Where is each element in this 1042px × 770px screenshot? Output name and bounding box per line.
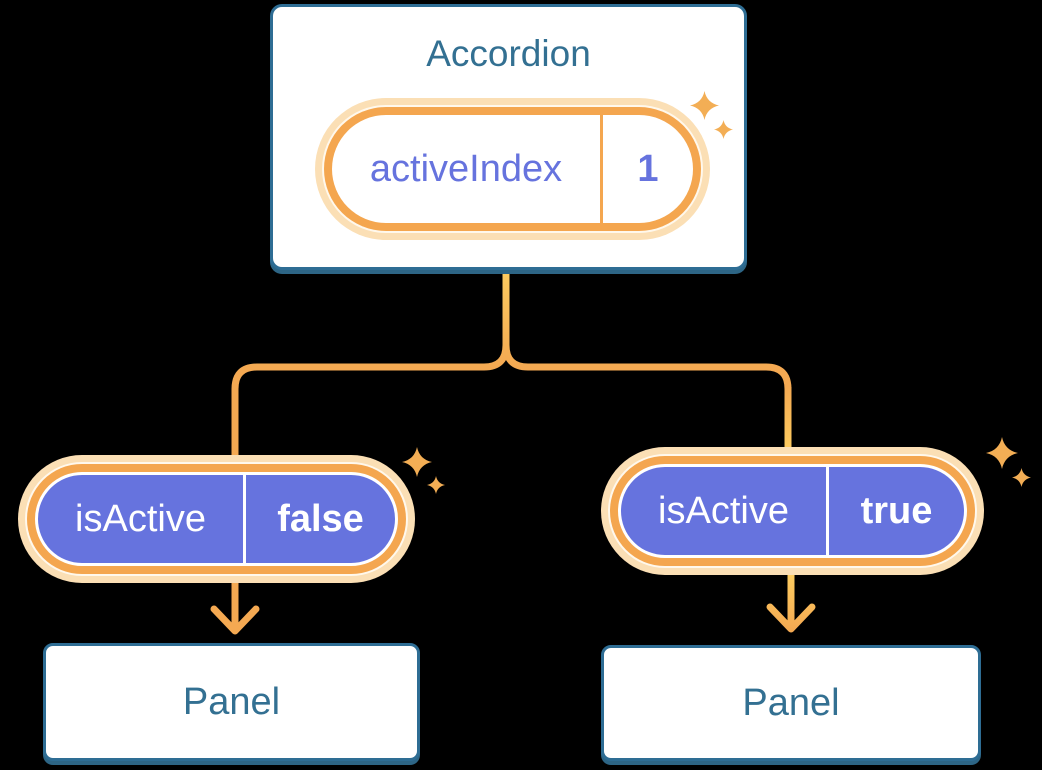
- branch-left-line: [231, 272, 510, 457]
- prop-pill-right-label: isActive: [658, 489, 789, 532]
- sparkle-icon: [427, 476, 445, 494]
- prop-pill-right-ring: isActive true: [610, 456, 975, 566]
- accordion-title: Accordion: [426, 33, 591, 74]
- branch-right-line: [502, 272, 792, 390]
- state-pill-ring: activeIndex 1: [324, 107, 701, 231]
- prop-pill-left-value: false: [277, 497, 364, 540]
- sparkle-icon: [1012, 468, 1031, 487]
- state-pill-label: activeIndex: [369, 147, 563, 190]
- panel-node-right: Panel: [601, 645, 981, 761]
- prop-pill-right-value: true: [860, 489, 933, 532]
- sparkle-icon: [690, 91, 719, 120]
- prop-pill-left: isActive false: [18, 455, 415, 583]
- arrow-right-head: [766, 603, 816, 633]
- arrow-left-head: [210, 605, 260, 635]
- sparkle-icon: [714, 120, 733, 139]
- prop-pill-right-divider: [826, 467, 829, 555]
- sparkle-icon: [986, 437, 1018, 469]
- sparkle-icon: [402, 447, 432, 477]
- state-pill-value: 1: [637, 147, 659, 190]
- prop-pill-left-ring: isActive false: [27, 464, 406, 574]
- prop-pill-right: isActive true: [601, 447, 984, 575]
- prop-pill-left-label: isActive: [75, 497, 206, 540]
- prop-pill-left-divider: [243, 475, 246, 563]
- panel-node-left: Panel: [43, 643, 420, 761]
- state-pill-divider: [600, 115, 603, 223]
- state-pill: activeIndex 1: [315, 98, 710, 240]
